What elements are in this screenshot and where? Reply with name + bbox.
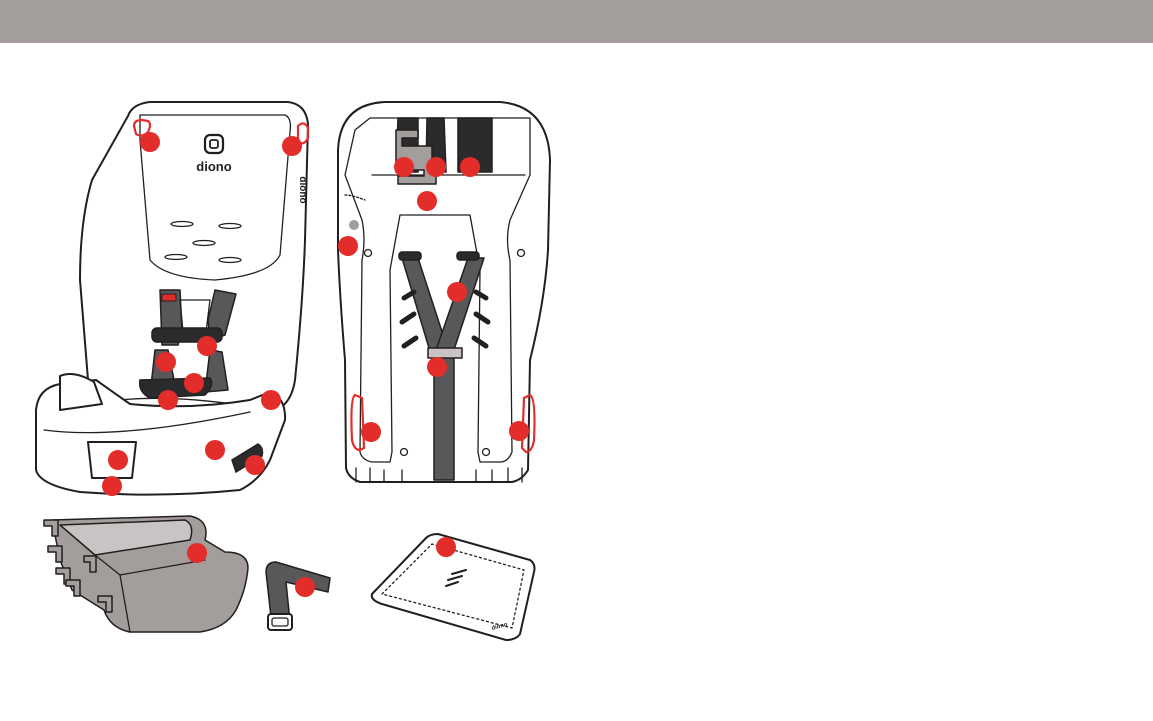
callout-marker [102,476,122,496]
latch-connector-left [399,252,421,260]
callout-marker [417,191,437,211]
callout-marker [140,132,160,152]
callout-marker [436,537,456,557]
crotch-strap-accessory [266,562,330,630]
callout-marker [460,157,480,177]
callout-marker [427,357,447,377]
booster-base [44,516,248,632]
callout-marker [205,440,225,460]
callout-marker [282,136,302,156]
callout-marker [261,390,281,410]
callout-marker [197,336,217,356]
tether-adjuster [428,348,462,358]
callout-marker [361,422,381,442]
callout-marker [394,157,414,177]
callout-marker [426,157,446,177]
callout-marker [187,543,207,563]
callout-marker [184,373,204,393]
rear-indicator-dot [349,220,359,230]
callout-marker [108,450,128,470]
logo-text: diono [196,159,231,174]
front-view-car-seat: diono diono [36,102,308,495]
callout-marker [245,455,265,475]
seat-back-shell [80,102,308,408]
callout-marker [447,282,467,302]
callout-marker [509,421,529,441]
callout-marker [158,390,178,410]
callout-marker [156,352,176,372]
side-brand-text: diono [297,176,308,203]
latch-connector-right [457,252,479,260]
callout-marker [295,577,315,597]
callout-marker [338,236,358,256]
harness-label-tag [162,294,176,301]
